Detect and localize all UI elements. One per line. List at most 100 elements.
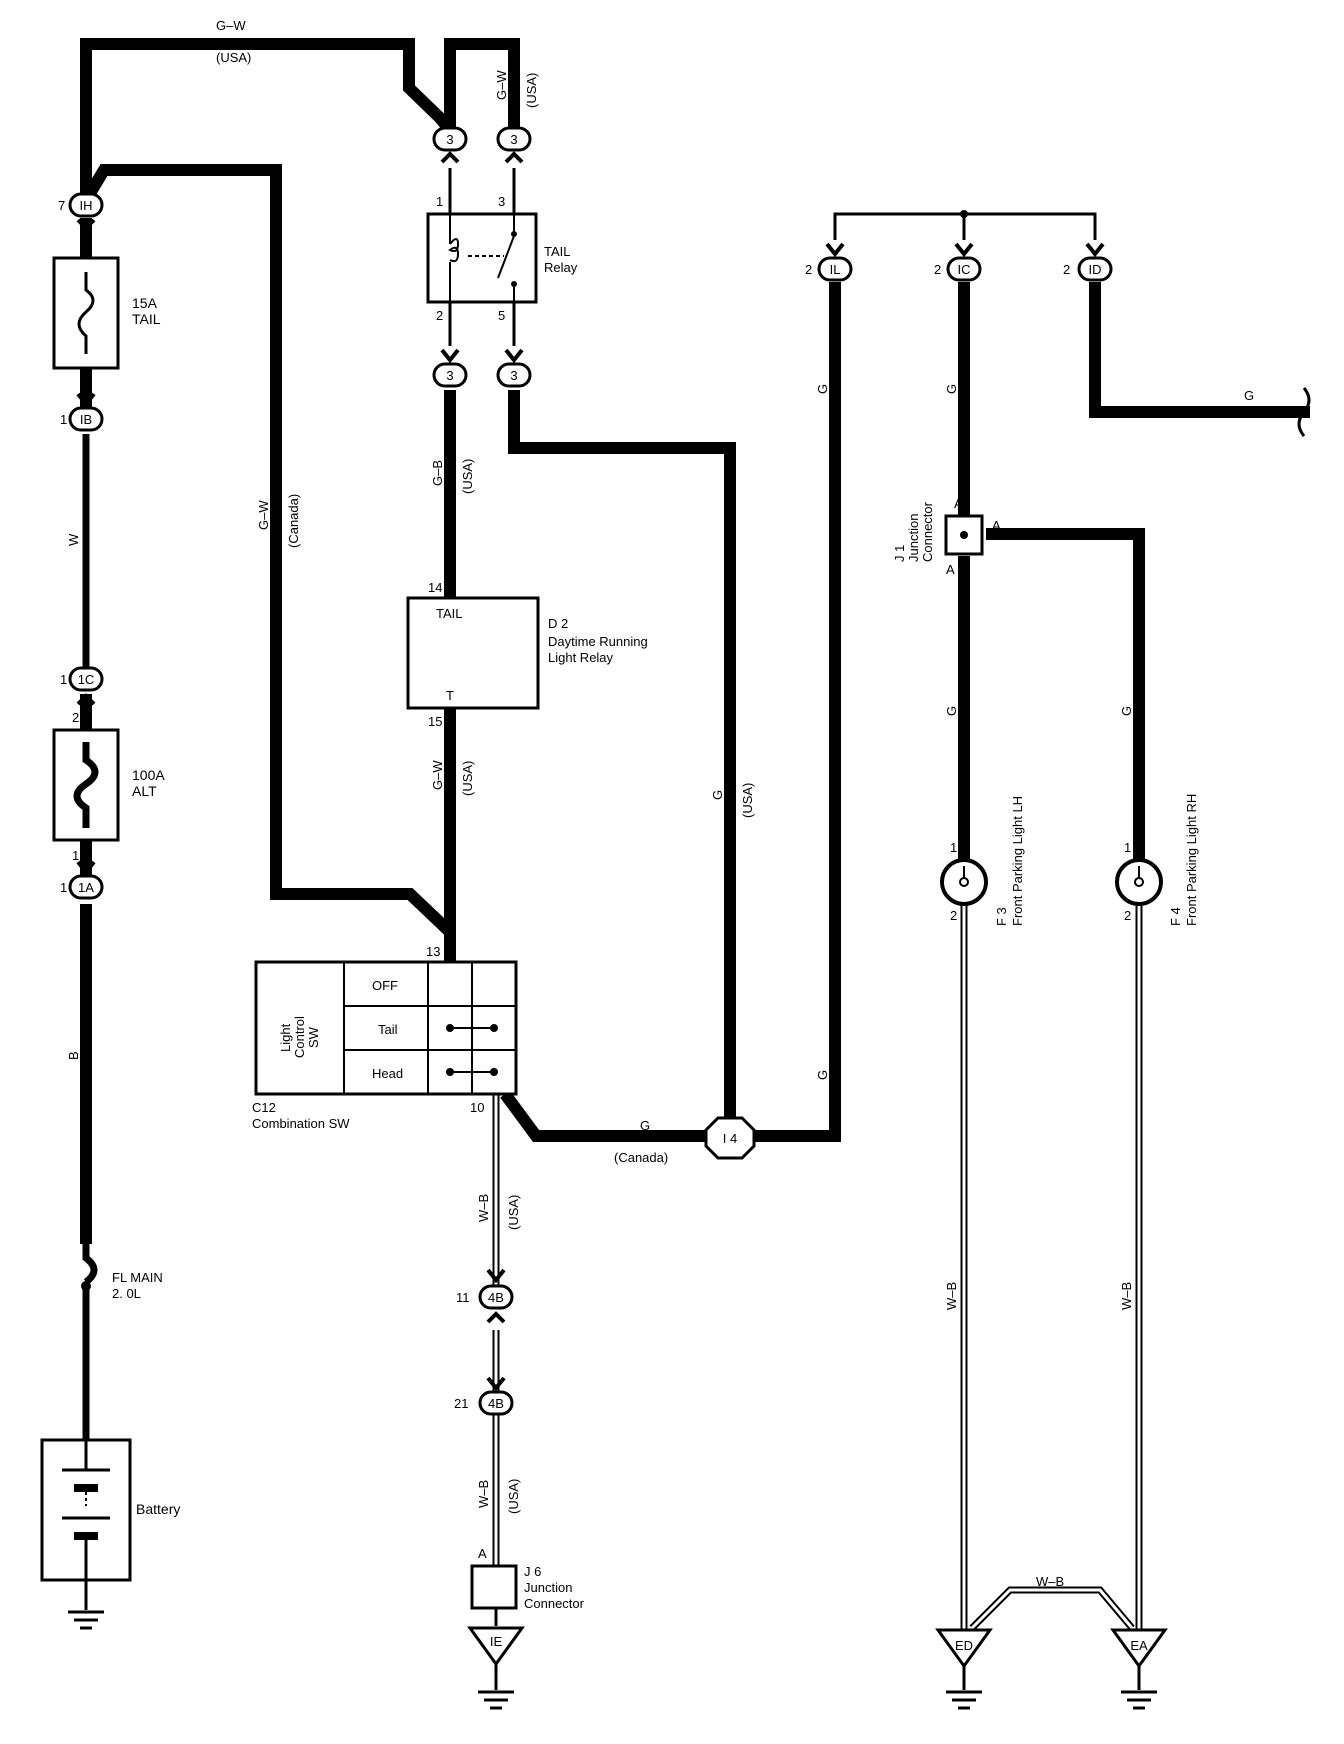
tail-relay: TAIL Relay 1 3 2 5: [426, 168, 578, 346]
svg-text:IH: IH: [80, 198, 93, 213]
svg-text:Light: Light: [278, 1023, 293, 1052]
wire-gw-usa-top: [80, 38, 455, 200]
wire-label-g-il: G: [815, 384, 830, 394]
wire-wb-bottom: [970, 1588, 1134, 1630]
battery: Battery: [40, 1438, 180, 1630]
wire-label-wb-usa-1-region: (USA): [506, 1195, 521, 1230]
svg-text:IL: IL: [830, 262, 841, 277]
svg-text:5: 5: [498, 308, 505, 323]
connector-il: IL 2: [805, 242, 853, 282]
connector-relay-in-left: 3: [432, 126, 468, 164]
wire-labels: G–W (USA) G–W (USA) W B G–W (Canada) G–B…: [66, 18, 1254, 1589]
svg-text:I 4: I 4: [723, 1131, 737, 1146]
wire-label-gw-usa-right: G–W: [494, 70, 509, 100]
svg-text:1: 1: [72, 848, 79, 863]
connector-ib: IB 1: [60, 392, 104, 432]
svg-text:3: 3: [510, 132, 517, 147]
wire-label-g-canada: G: [640, 1118, 650, 1133]
junction-connector-j6: A J 6 Junction Connector: [470, 1546, 585, 1626]
wire-g-usa: [508, 390, 736, 1136]
svg-text:Tail: Tail: [378, 1022, 398, 1037]
drl-relay: TAIL T 14 15 D 2 Daytime Running Light R…: [406, 580, 648, 729]
wire-gw-usa-right: [444, 38, 520, 130]
svg-text:Connector: Connector: [920, 501, 935, 562]
connector-1c: 1C 1: [60, 666, 104, 706]
svg-text:ED: ED: [955, 1638, 973, 1653]
svg-text:Control: Control: [292, 1016, 307, 1058]
svg-text:11: 11: [456, 1290, 470, 1305]
svg-text:C12: C12: [252, 1100, 276, 1115]
svg-text:15: 15: [428, 714, 442, 729]
wire-label-gb-usa-region: (USA): [460, 459, 475, 494]
svg-text:F 4: F 4: [1168, 907, 1183, 926]
wire-label-wb-lh: W–B: [944, 1282, 959, 1310]
svg-text:A: A: [954, 496, 963, 511]
svg-text:TAIL: TAIL: [132, 311, 161, 327]
wire-g-il: [752, 282, 841, 1142]
svg-text:2. 0L: 2. 0L: [112, 1286, 141, 1301]
svg-text:7: 7: [58, 198, 65, 213]
wire-label-wb-rh: W–B: [1119, 1282, 1134, 1310]
wire-g-canada: [500, 1090, 710, 1142]
wire-label-wb-usa-1: W–B: [476, 1194, 491, 1222]
wire-label-g-usa: G: [710, 790, 725, 800]
connector-ic: IC 2: [934, 242, 982, 282]
wire-label-g-ic: G: [944, 384, 959, 394]
svg-text:EA: EA: [1130, 1638, 1148, 1653]
svg-text:Light Relay: Light Relay: [548, 650, 614, 665]
svg-text:4B: 4B: [488, 1396, 504, 1411]
svg-text:1: 1: [60, 412, 67, 427]
connector-relay-out-right: 3: [496, 348, 532, 388]
wire-label-gw-usa-lower: G–W: [430, 760, 445, 790]
svg-text:1: 1: [1124, 840, 1131, 855]
svg-text:3: 3: [498, 194, 505, 209]
fuse-alt: 100A ALT 2 1: [52, 710, 165, 863]
combination-switch: OFF Tail Head Light Control SW 13 10 C12…: [252, 944, 518, 1131]
svg-text:100A: 100A: [132, 767, 165, 783]
svg-text:IE: IE: [490, 1634, 503, 1649]
svg-text:1: 1: [60, 672, 67, 687]
wire-label-b: B: [66, 1051, 81, 1060]
junction-connector-j1: A A A J 1 Junction Connector: [892, 496, 1001, 577]
svg-text:J 6: J 6: [524, 1564, 541, 1579]
wire-gw-canada: [80, 164, 456, 962]
svg-text:Junction: Junction: [524, 1580, 572, 1595]
wire-label-gb-usa: G–B: [430, 460, 445, 486]
wire-label-g-rh: G: [1119, 706, 1134, 716]
wire-label-g-ic-lower: G: [944, 706, 959, 716]
connector-1a: 1A 1: [60, 860, 104, 900]
svg-text:4B: 4B: [488, 1290, 504, 1305]
svg-text:Combination SW: Combination SW: [252, 1116, 350, 1131]
svg-text:OFF: OFF: [372, 978, 398, 993]
svg-text:TAIL: TAIL: [436, 606, 463, 621]
thick-wires: [80, 38, 1310, 1244]
svg-text:1: 1: [436, 194, 443, 209]
wire-label-wb-usa-2: W–B: [476, 1480, 491, 1508]
fuse-tail: 15A TAIL: [52, 256, 161, 370]
bus-junction-dot: [960, 210, 968, 218]
svg-text:2: 2: [1124, 908, 1131, 923]
svg-text:10: 10: [470, 1100, 484, 1115]
svg-text:Front Parking Light LH: Front Parking Light LH: [1010, 796, 1025, 926]
svg-text:Daytime Running: Daytime Running: [548, 634, 648, 649]
svg-text:13: 13: [426, 944, 440, 959]
svg-text:TAIL: TAIL: [544, 244, 571, 259]
svg-text:IB: IB: [80, 412, 92, 427]
svg-text:A: A: [946, 562, 955, 577]
svg-text:2: 2: [72, 710, 79, 725]
svg-text:2: 2: [950, 908, 957, 923]
wire-break-mark: [1297, 387, 1311, 437]
wire-label-gw-usa-lower-region: (USA): [460, 761, 475, 796]
fuse-fl-main: FL MAIN 2. 0L: [81, 1244, 163, 1301]
svg-text:FL MAIN: FL MAIN: [112, 1270, 163, 1285]
svg-text:J 1: J 1: [892, 545, 907, 562]
svg-text:14: 14: [428, 580, 442, 595]
svg-text:F 3: F 3: [994, 907, 1009, 926]
wire-label-w: W: [66, 533, 81, 546]
svg-text:IC: IC: [958, 262, 971, 277]
wire-label-g-id: G: [1244, 388, 1254, 403]
wire-label-gw-usa-right-region: (USA): [524, 73, 539, 108]
ground-ed: ED: [935, 1628, 993, 1710]
ground-ie: IE: [467, 1626, 525, 1710]
wire-label-g-usa-region: (USA): [740, 783, 755, 818]
